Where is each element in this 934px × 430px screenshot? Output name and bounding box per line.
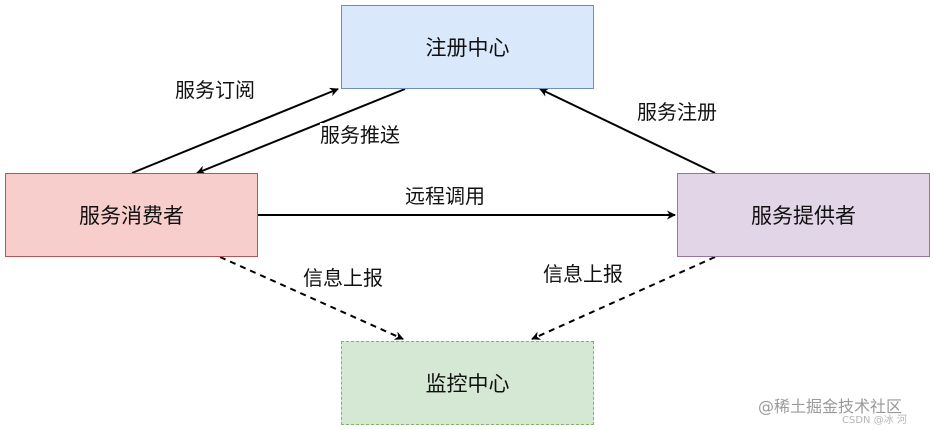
- edge-report-right: [531, 256, 716, 340]
- watermark-main: @稀土掘金技术社区: [758, 397, 903, 416]
- monitor-node: 监控中心: [341, 341, 594, 425]
- report-left-edge-label: 信息上报: [303, 266, 383, 290]
- edge-register: [539, 88, 716, 174]
- rpc-edge-label: 远程调用: [405, 184, 485, 208]
- registry-label: 注册中心: [425, 36, 510, 60]
- watermark-sub: CSDN @冰 河: [842, 415, 907, 426]
- provider-node: 服务提供者: [677, 173, 930, 257]
- consumer-label: 服务消费者: [79, 204, 184, 228]
- push-edge-label: 服务推送: [320, 123, 400, 147]
- register-edge-label: 服务注册: [637, 100, 717, 124]
- report-right-edge-label: 信息上报: [543, 262, 623, 286]
- provider-label: 服务提供者: [751, 204, 856, 228]
- edge-subscribe: [131, 87, 339, 174]
- monitor-label: 监控中心: [425, 372, 510, 396]
- subscribe-edge-label: 服务订阅: [175, 78, 255, 102]
- consumer-node: 服务消费者: [5, 173, 258, 257]
- registry-node: 注册中心: [341, 5, 594, 89]
- edge-push: [196, 88, 406, 175]
- edge-report-left: [219, 256, 404, 340]
